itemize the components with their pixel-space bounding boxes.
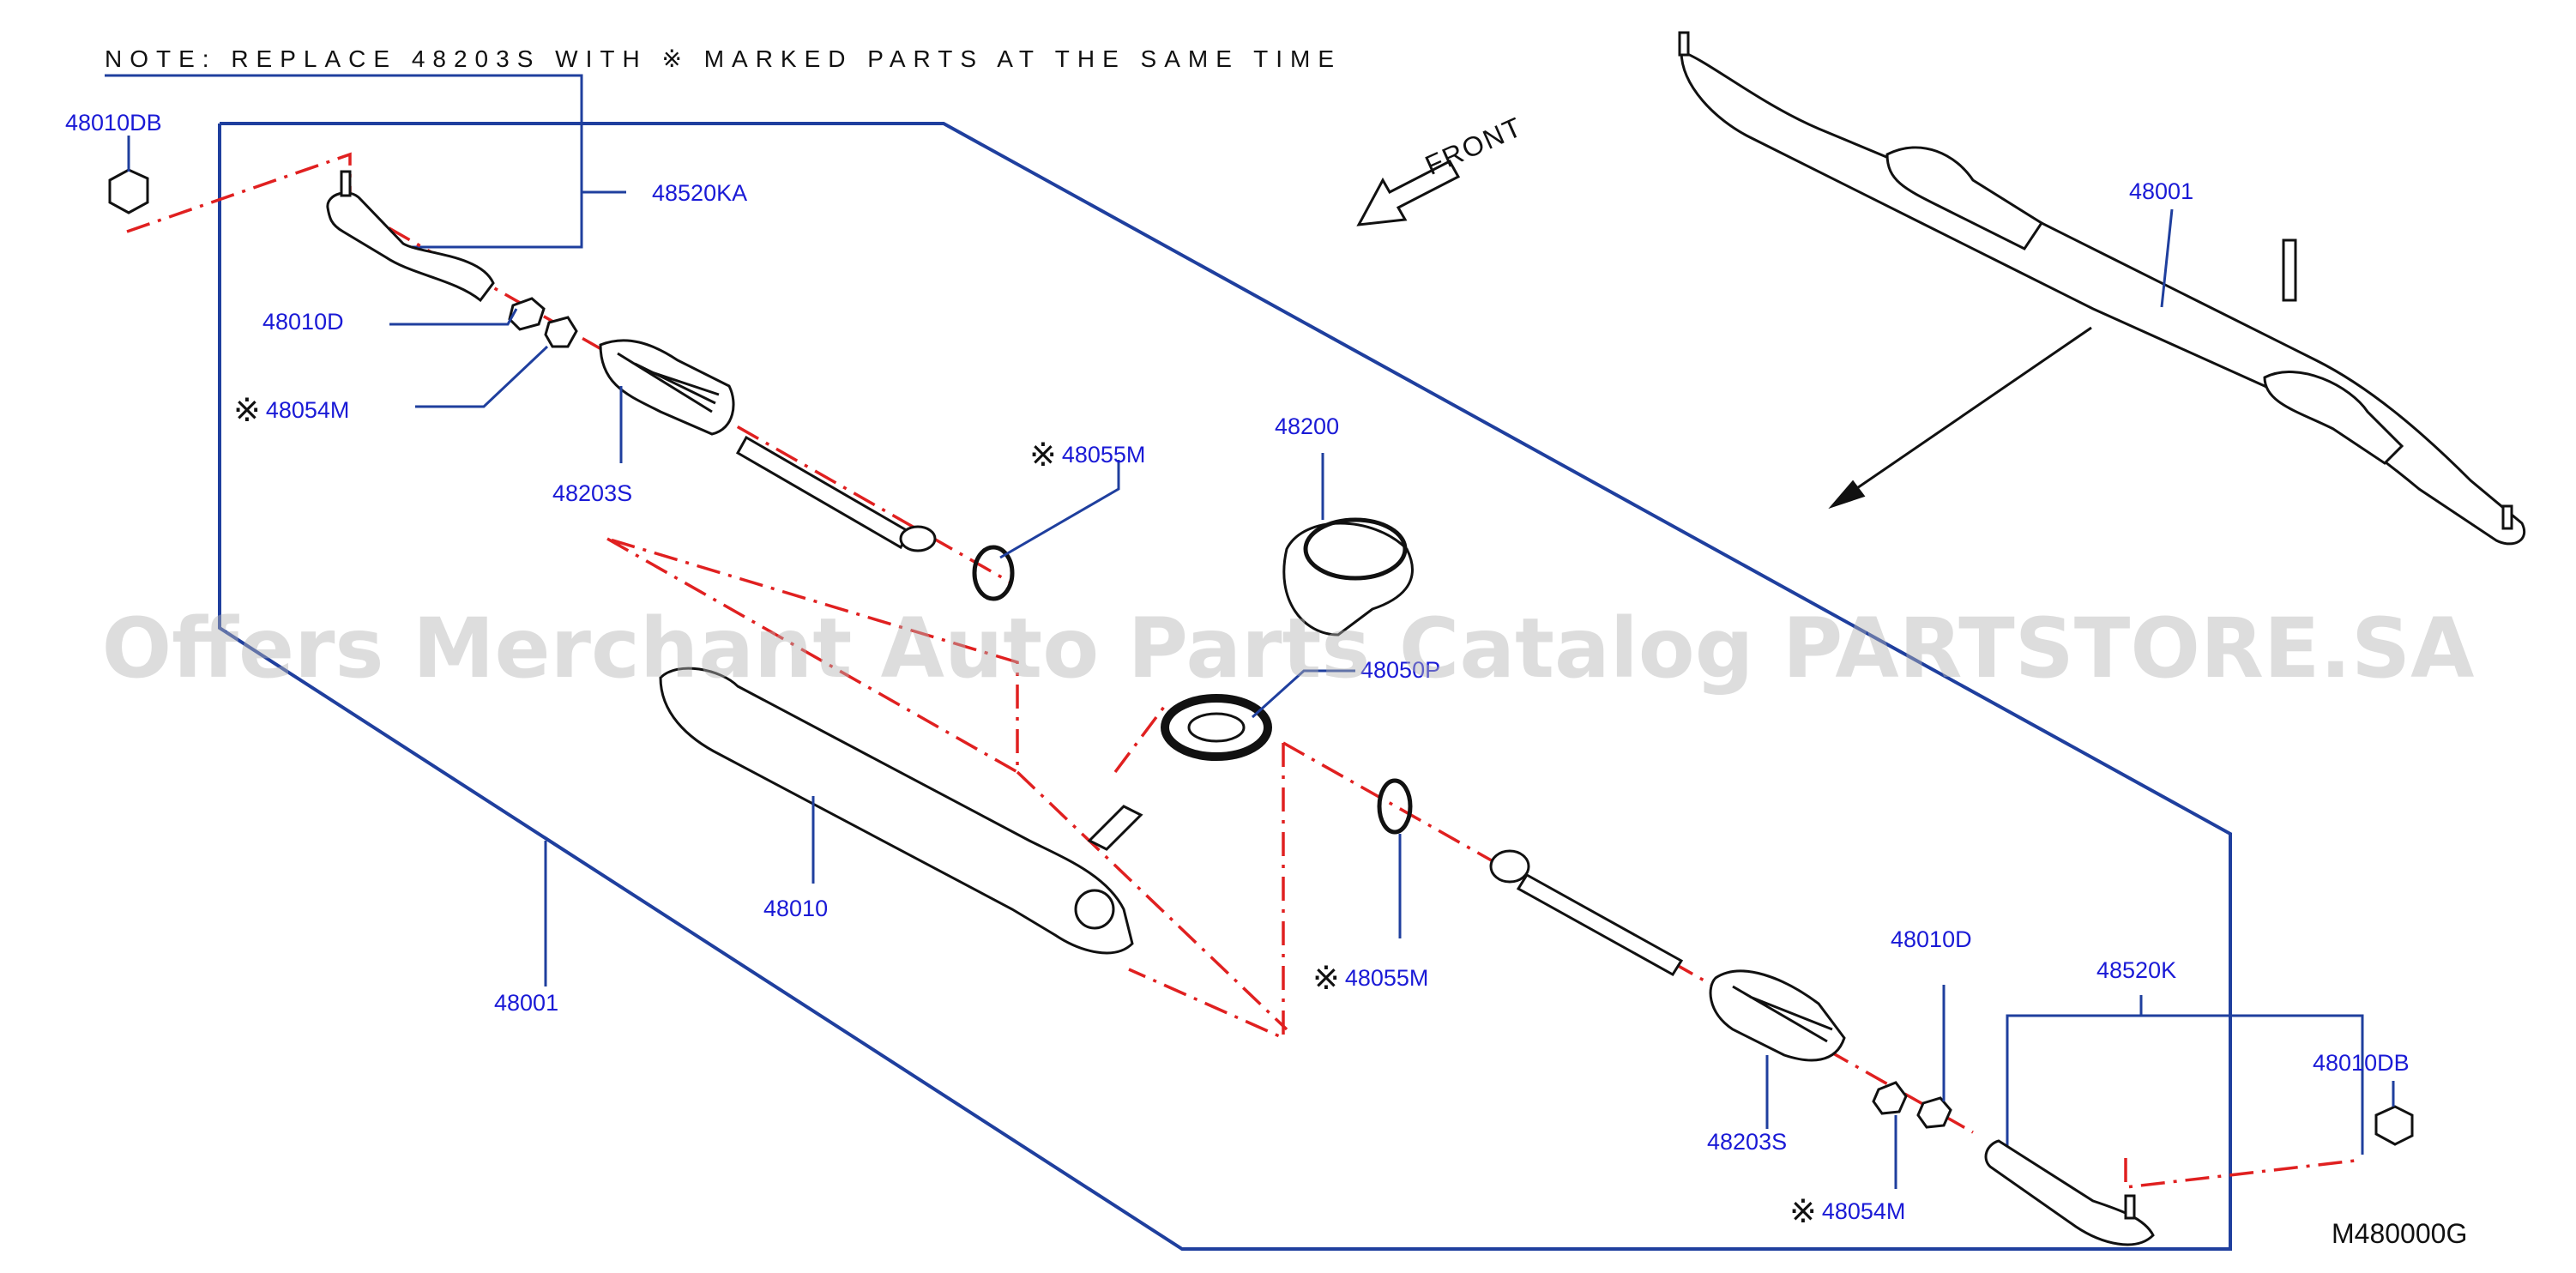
- assembly-outline: [218, 122, 2232, 1251]
- direction-arrow-icon: [1840, 326, 2092, 501]
- part-label-48010D-right[interactable]: 48010D: [1891, 926, 1972, 952]
- marked-symbol-icon: ※: [1789, 1194, 1817, 1230]
- part-label-48054M-left[interactable]: ※48054M: [233, 393, 350, 429]
- nut-icon: [2374, 1105, 2414, 1146]
- part-label-48054M-right[interactable]: ※48054M: [1789, 1194, 1906, 1230]
- part-label-48001-left[interactable]: 48001: [494, 990, 559, 1016]
- part-label-48010DB-left[interactable]: 48010DB: [65, 110, 162, 136]
- marked-symbol-icon: ※: [1029, 437, 1057, 474]
- part-label-48203S-left[interactable]: 48203S: [552, 480, 633, 506]
- part-label-48010[interactable]: 48010: [763, 896, 829, 921]
- diagram-code: M480000G: [2332, 1218, 2468, 1249]
- replacement-note: NOTE: REPLACE 48203S WITH ※ MARKED PARTS…: [105, 45, 1342, 72]
- part-label-48203S-right[interactable]: 48203S: [1707, 1129, 1788, 1155]
- arrows: [1356, 160, 2092, 510]
- marked-symbol-icon: ※: [1312, 961, 1340, 997]
- nut-icon: [108, 168, 149, 214]
- marked-symbol-icon: ※: [233, 393, 261, 429]
- part-label-48520K[interactable]: 48520K: [2096, 957, 2177, 983]
- part-label-48200[interactable]: 48200: [1275, 413, 1340, 439]
- centerlines: [126, 152, 2363, 1189]
- part-label-48010DB-right[interactable]: 48010DB: [2313, 1050, 2410, 1076]
- part-label-48001-right[interactable]: 48001: [2129, 178, 2194, 204]
- part-label-48010D-left[interactable]: 48010D: [262, 309, 344, 335]
- leader-48520K: [2006, 1014, 2364, 1155]
- part-label-48055M-top[interactable]: ※48055M: [1029, 437, 1146, 474]
- parts-art: [108, 31, 2526, 1246]
- leader-lines: [127, 136, 2395, 1189]
- front-arrow-icon: [1356, 160, 1461, 226]
- part-label-48050P[interactable]: 48050P: [1360, 657, 1441, 683]
- part-label-48055M-bottom[interactable]: ※48055M: [1312, 961, 1429, 997]
- part-label-48520KA[interactable]: 48520KA: [652, 180, 748, 206]
- leader-48520KA: [105, 74, 583, 249]
